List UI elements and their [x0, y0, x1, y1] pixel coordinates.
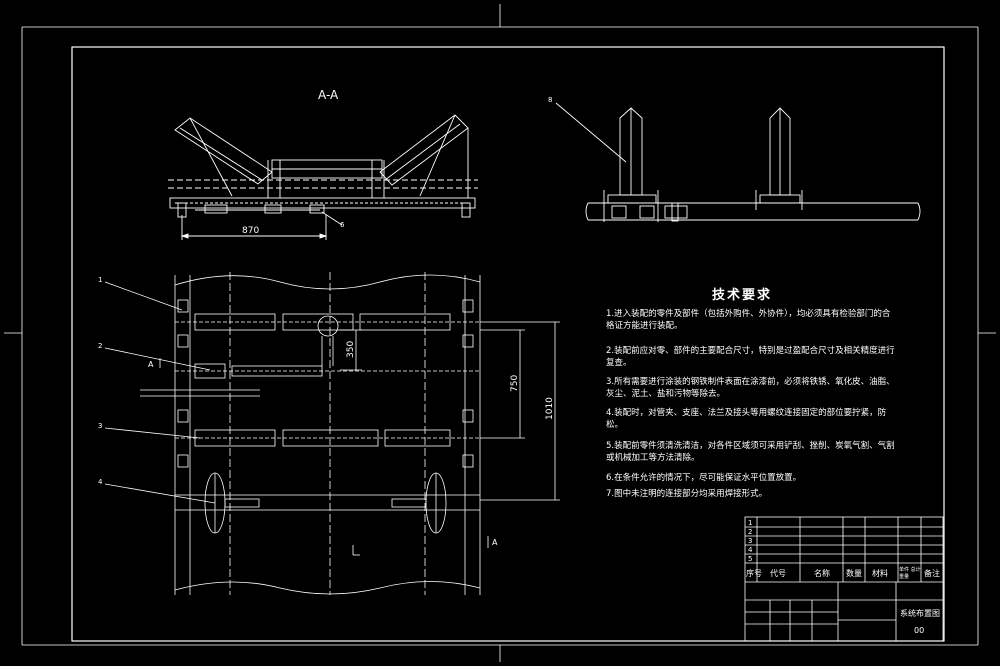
- inner-frame: [71, 46, 945, 642]
- section-mark-left: A: [148, 360, 154, 369]
- tb-header-7: 备注: [924, 569, 940, 578]
- plan-view: [104, 272, 560, 595]
- tb-header-3: 名称: [814, 569, 830, 578]
- requirement-item-1: 1.进入装配的零件及部件（包括外购件、外协件），均必须具有检验部门的合格证方能进…: [606, 309, 891, 331]
- callout-1: 1: [98, 276, 103, 284]
- section-aa-view: [168, 114, 478, 240]
- requirement-item-2: 2.装配前应对零、部件的主要配合尺寸，特别是过盈配合尺寸及相关精度进行复查。: [606, 346, 895, 368]
- tb-row-5: 5: [748, 555, 753, 563]
- callout-3: 3: [98, 422, 103, 430]
- tb-header-2: 代号: [770, 569, 786, 578]
- tb-row-1: 1: [748, 519, 753, 527]
- requirement-item-6: 6.在条件允许的情况下，尽可能保证水平位置放置。: [606, 473, 802, 483]
- tb-header-5: 材料: [872, 569, 888, 578]
- drawing-name: 系统布置图: [900, 609, 940, 618]
- tb-header-6: 单件 总计 重量: [899, 567, 921, 580]
- section-label: A-A: [318, 88, 339, 102]
- outer-border: [4, 4, 996, 662]
- requirement-item-5: 5.装配前零件须清洗清洁，对各件区域须可采用铲刮、挫削、炭氧气割、气割或机械加工…: [606, 441, 895, 463]
- dim-1010: 1010: [545, 397, 555, 420]
- dim-870: 870: [242, 226, 260, 236]
- requirement-item-7: 7.图中未注明的连接部分均采用焊接形式。: [606, 489, 768, 499]
- drawing-code: 00: [914, 626, 925, 635]
- requirements-title: 技术要求: [712, 288, 773, 303]
- dim-750: 750: [510, 374, 520, 392]
- requirement-item-4: 4.装配时，对管夹、支座、法兰及接头等用螺纹连接固定的部位要拧紧，防松。: [606, 408, 887, 430]
- dim-350: 350: [346, 340, 356, 358]
- callout-4: 4: [98, 478, 103, 486]
- section-mark-bottom: A: [492, 538, 498, 547]
- tb-row-3: 3: [748, 537, 753, 545]
- tb-header-4: 数量: [846, 569, 862, 578]
- side-view: [555, 102, 921, 222]
- requirement-item-3: 3.所有需要进行涂装的钢铁制件表面在涂漆前，必须将铁锈、氧化皮、油脂、灰尘、泥土…: [606, 377, 895, 399]
- callout-8: 8: [548, 96, 553, 104]
- tb-header-1: 序号: [746, 569, 762, 578]
- tb-row-4: 4: [748, 546, 753, 554]
- title-block-grid: [744, 516, 944, 642]
- callout-6: 6: [340, 221, 345, 229]
- callout-2: 2: [98, 342, 103, 350]
- tb-row-2: 2: [748, 528, 753, 536]
